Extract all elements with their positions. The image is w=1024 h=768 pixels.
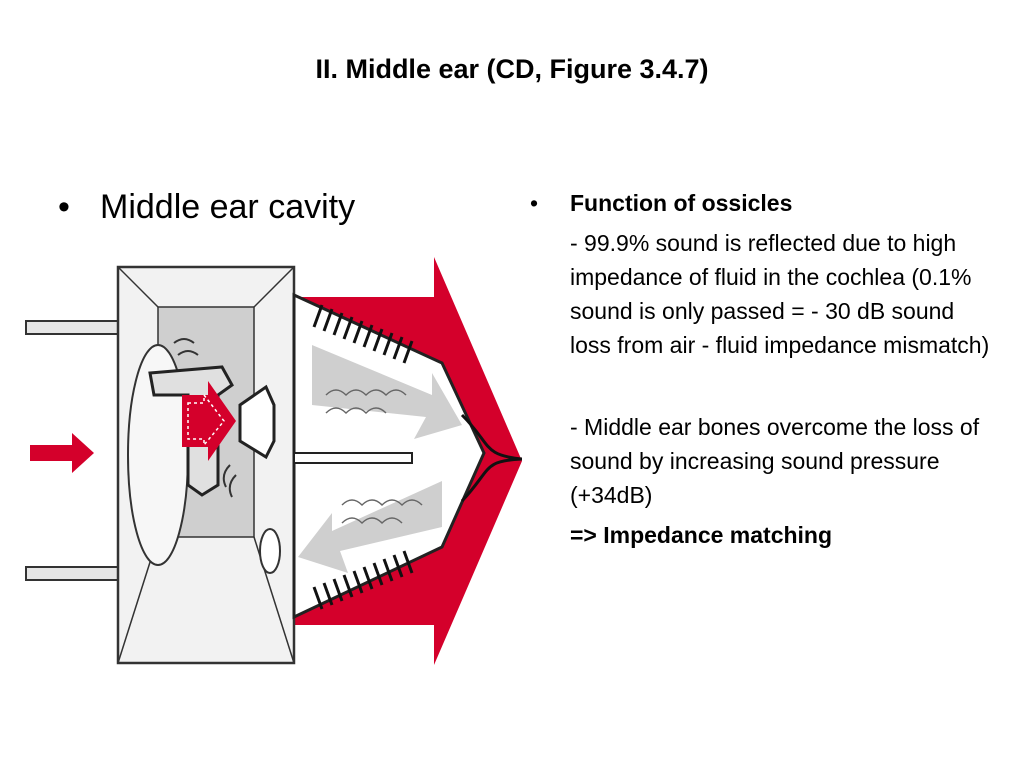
rail-bottom bbox=[25, 566, 123, 581]
reflection-point: - 99.9% sound is reflected due to high i… bbox=[570, 230, 990, 358]
ossicles-heading: Function of ossicles bbox=[570, 190, 793, 216]
fluid-waves-upper bbox=[325, 389, 407, 415]
round-window bbox=[259, 528, 281, 574]
input-arrow bbox=[30, 433, 94, 473]
cochlea-coils-top bbox=[312, 304, 414, 364]
auditory-nerve bbox=[460, 413, 522, 503]
fluid-flow-upper bbox=[312, 345, 462, 439]
left-bullet: • Middle ear cavity bbox=[58, 188, 355, 227]
amplification-point: - Middle ear bones overcome the loss of … bbox=[570, 414, 980, 508]
vibration-marks bbox=[173, 338, 237, 498]
rail-top bbox=[25, 320, 123, 335]
bullet-marker: • bbox=[58, 188, 70, 226]
slide-title: II. Middle ear (CD, Figure 3.4.7) bbox=[315, 54, 709, 84]
bullet-marker-right: • bbox=[530, 190, 539, 216]
stapes bbox=[238, 384, 276, 460]
middle-ear-diagram bbox=[25, 257, 522, 665]
impedance-conclusion: => Impedance matching bbox=[570, 522, 833, 548]
fluid-waves-lower bbox=[341, 499, 423, 525]
fluid-flow-lower bbox=[298, 481, 442, 573]
box-edge-1 bbox=[117, 266, 159, 308]
right-column: • Function of ossicles - 99.9% sound is … bbox=[530, 186, 1000, 552]
cochlea-coils-bottom bbox=[312, 550, 414, 610]
left-bullet-text: Middle ear cavity bbox=[100, 188, 356, 226]
box-edge-2 bbox=[253, 266, 295, 308]
pressure-arrow-outline bbox=[187, 392, 225, 448]
basilar-membrane bbox=[293, 452, 413, 464]
pressure-arrow bbox=[182, 381, 236, 461]
